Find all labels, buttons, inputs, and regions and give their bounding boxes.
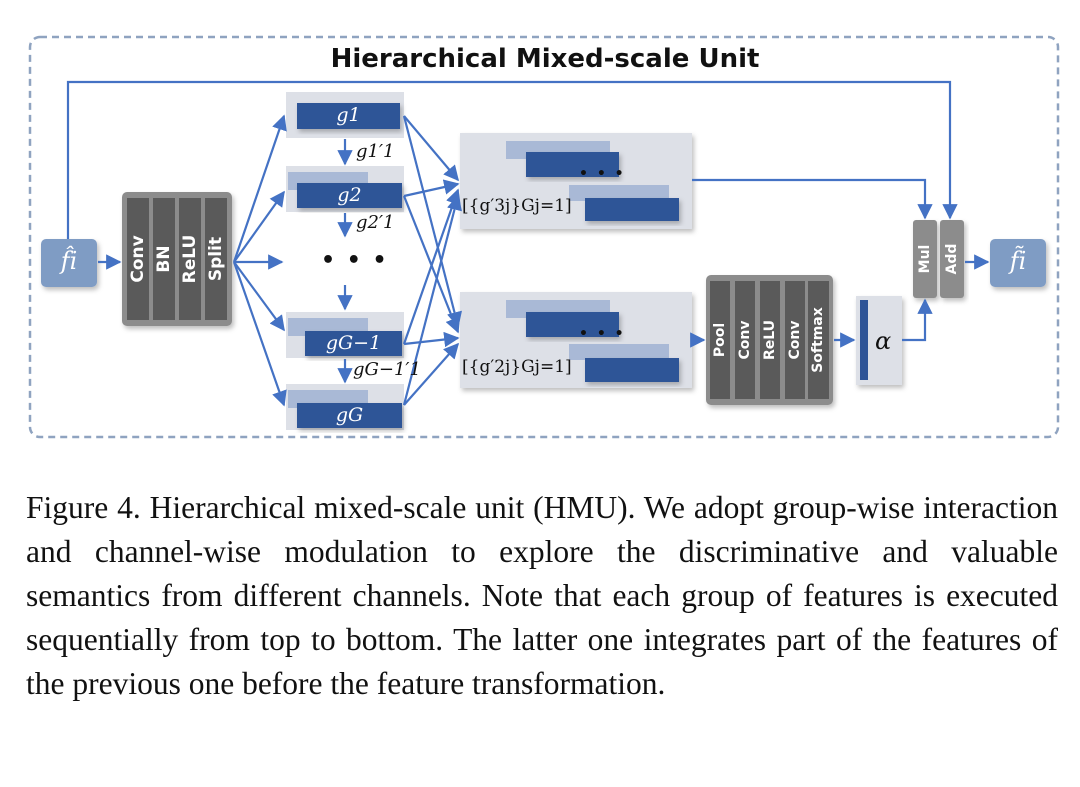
mul-block: [913, 220, 937, 298]
gg1-to-top-panel-arrow: [402, 188, 461, 345]
pre-bn-label: BN: [154, 245, 174, 273]
attention-conv-label: Conv: [737, 320, 753, 360]
diagram-canvas: [28, 35, 1060, 439]
attention-pool-label: Pool: [712, 322, 728, 358]
top-panel-ellipsis: • • •: [579, 166, 626, 182]
pre-relu-label: ReLU: [180, 234, 200, 284]
attention-conv-bar: [735, 281, 755, 399]
figure-caption: Figure 4. Hierarchical mixed-scale unit …: [26, 490, 1058, 701]
concat-panel-bottom-dark-2: [585, 358, 679, 382]
group-card-1-bar: [297, 103, 400, 129]
set-label-top: [{g′3j}Gj=1]: [462, 196, 572, 216]
gg-to-top-panel-arrow: [402, 194, 462, 406]
g2-to-top-panel-arrow: [403, 179, 460, 198]
attention-pool-bar: [710, 281, 730, 399]
mul-label: Mul: [917, 244, 933, 274]
group-label-2: g2: [337, 184, 362, 206]
skip-connection-arrow: [66, 80, 958, 239]
prime-label-1: g1′1: [356, 141, 395, 162]
concat-panel-bottom-dark-1: [526, 312, 619, 337]
gg-to-bottom-panel-arrow: [403, 342, 460, 406]
add-label: Add: [944, 243, 960, 275]
attention-conv2-bar: [785, 281, 805, 399]
split-to-g1-arrow: [232, 114, 287, 263]
concat-panel-bottom-light-2: [569, 344, 669, 360]
group-label-g-1: gG−1: [325, 332, 382, 354]
group-label-g: gG: [335, 404, 364, 426]
group-card-2-bar: [297, 183, 402, 208]
prime-label-3: gG−1′1: [353, 359, 421, 380]
unit-border: [28, 35, 1060, 439]
concat-panel-top-light-2: [569, 185, 669, 201]
g2-to-bottom-panel-arrow: [402, 195, 461, 334]
add-block: [940, 220, 964, 298]
alpha-label: α: [875, 327, 892, 355]
pre-block-relu-bar: [179, 198, 201, 320]
g1-to-top-panel-arrow: [403, 115, 459, 182]
alpha-to-mul-arrow: [902, 298, 933, 342]
alpha-bar: [860, 300, 868, 380]
concat-panel-top-dark-2: [585, 198, 679, 221]
set-label-bottom: [{g′2j}Gj=1]: [462, 357, 572, 377]
attention-conv2-label: Conv: [787, 320, 803, 360]
bottom-panel-ellipsis: • • •: [579, 326, 626, 342]
group-card-g-bar: [297, 403, 402, 428]
group-label-1: g1: [336, 104, 361, 126]
unit-title: Hierarchical Mixed-scale Unit: [300, 44, 790, 74]
attention-softmax-label: Softmax: [810, 307, 826, 373]
split-to-gg1-arrow: [233, 261, 285, 332]
input-block: [41, 239, 97, 287]
attention-relu-label: ReLU: [762, 319, 778, 361]
concat-panel-top-dark-1: [526, 152, 619, 177]
attention-softmax-bar: [808, 281, 829, 399]
input-label: f̂i: [60, 247, 78, 275]
attention-relu-bar: [760, 281, 780, 399]
top-panel-to-mul-arrow: [692, 178, 933, 220]
pre-block: [122, 192, 232, 326]
g1-to-bottom-panel-arrow: [402, 115, 463, 328]
group-ellipsis: • • •: [321, 248, 389, 273]
pre-block-bn-bar: [153, 198, 175, 320]
split-to-g2-arrow: [233, 190, 285, 263]
output-block: [990, 239, 1046, 287]
pre-block-split-bar: [205, 198, 227, 320]
hmu-diagram: Hierarchical Mixed-scale Unit f̂i f̃i Co…: [28, 35, 1060, 439]
prime-label-2: g2′1: [356, 212, 395, 233]
pre-conv-label: Conv: [128, 235, 148, 283]
pre-block-conv-bar: [127, 198, 149, 320]
pre-split-label: Split: [206, 236, 226, 282]
gg1-to-bottom-panel-arrow: [403, 331, 460, 348]
group-card-g-1-bar: [305, 331, 402, 356]
output-label: f̃i: [1009, 247, 1027, 275]
split-to-gg-arrow: [232, 261, 287, 407]
